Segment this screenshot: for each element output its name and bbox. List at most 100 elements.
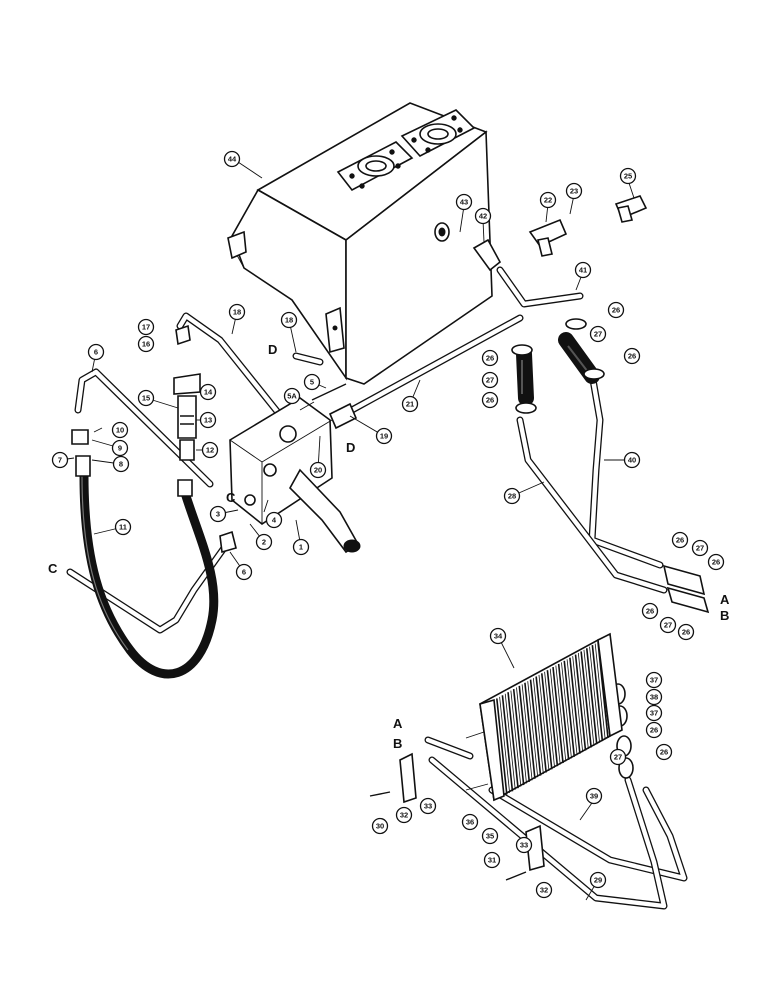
callout-27-c: 27 (691, 539, 709, 557)
cooler-fin (591, 645, 604, 742)
control-valve (173, 373, 361, 554)
cooler-fin (566, 659, 578, 756)
callout-32-a: 32 (395, 806, 413, 824)
svg-text:27: 27 (614, 753, 622, 762)
svg-text:32: 32 (400, 811, 408, 820)
cooler-fin (589, 646, 600, 743)
callout-2: 2 (255, 533, 273, 551)
svg-text:8: 8 (119, 460, 123, 469)
callout-10: 10 (111, 421, 129, 439)
callout-8: 8 (112, 455, 130, 473)
svg-text:27: 27 (594, 330, 602, 339)
cooler-fin (501, 695, 514, 792)
callout-26-j: 26 (655, 743, 673, 761)
cooler-fin (504, 693, 516, 790)
svg-text:31: 31 (488, 856, 496, 865)
callout-26-a: 26 (607, 301, 625, 319)
callout-9: 9 (111, 439, 129, 457)
svg-text:30: 30 (376, 822, 384, 831)
callout-37-b: 37 (645, 704, 663, 722)
oil-cooler (465, 632, 623, 802)
cooler-fin (507, 692, 519, 789)
svg-text:42: 42 (479, 212, 487, 221)
cooler-fin (563, 660, 576, 757)
callout-3: 3 (209, 505, 227, 523)
callout-44: 44 (223, 150, 241, 168)
cooler-fin (518, 685, 531, 782)
cooler-fin (538, 674, 550, 771)
callout-30: 30 (371, 817, 389, 835)
cooler-fin (555, 665, 567, 762)
callout-27-d: 27 (659, 616, 677, 634)
callout-5a: 5A (283, 387, 301, 405)
callout-38: 38 (645, 688, 663, 706)
cooler-fin (572, 656, 584, 753)
cooler-fin (574, 654, 587, 751)
cooler-fin (496, 698, 508, 795)
svg-text:36: 36 (466, 818, 474, 827)
callout-1: 1 (292, 538, 310, 556)
svg-text:6: 6 (242, 568, 246, 577)
callout-26-g: 26 (641, 602, 659, 620)
callout-20: 20 (309, 461, 327, 479)
svg-text:33: 33 (520, 841, 528, 850)
label-c-2: C (48, 561, 58, 576)
svg-text:34: 34 (494, 632, 503, 641)
svg-text:26: 26 (660, 748, 668, 757)
callout-28: 28 (503, 487, 521, 505)
callout-26-f: 26 (707, 553, 725, 571)
svg-text:44: 44 (228, 155, 237, 164)
svg-text:28: 28 (508, 492, 516, 501)
callout-34: 34 (489, 627, 507, 645)
svg-text:25: 25 (624, 172, 632, 181)
svg-text:16: 16 (142, 340, 150, 349)
cooler-fin (569, 657, 581, 754)
cooler-fin (499, 696, 511, 793)
callout-27-b: 27 (481, 371, 499, 389)
svg-text:40: 40 (628, 456, 636, 465)
cooler-fin (510, 690, 522, 787)
svg-text:22: 22 (544, 196, 552, 205)
callout-23: 23 (565, 182, 583, 200)
svg-text:26: 26 (486, 354, 494, 363)
callout-12: 12 (201, 441, 219, 459)
svg-text:2: 2 (262, 538, 266, 547)
callout-37-a: 37 (645, 671, 663, 689)
svg-text:35: 35 (486, 832, 494, 841)
callout-26-h: 26 (677, 623, 695, 641)
cooler-fin (577, 652, 589, 750)
callout-26-e: 26 (671, 531, 689, 549)
callout-bubbles: 1 2 3 4 5 5A 6 6 7 8 9 10 11 12 13 14 15… (51, 150, 725, 899)
svg-text:3: 3 (216, 510, 220, 519)
cooler-fin (512, 688, 525, 786)
svg-text:26: 26 (682, 628, 690, 637)
svg-text:21: 21 (406, 400, 414, 409)
label-a-2: A (393, 716, 403, 731)
callout-13: 13 (199, 411, 217, 429)
callout-27-a: 27 (589, 325, 607, 343)
svg-text:26: 26 (676, 536, 684, 545)
cooler-fin (532, 678, 544, 775)
callout-33-b: 33 (515, 836, 533, 854)
cooler-fin (594, 643, 606, 740)
callout-18-lower: 18 (280, 311, 298, 329)
svg-text:20: 20 (314, 466, 322, 475)
svg-text:26: 26 (612, 306, 620, 315)
callout-39: 39 (585, 787, 603, 805)
callout-33-a: 33 (419, 797, 437, 815)
callout-16: 16 (137, 335, 155, 353)
callout-25: 25 (619, 167, 637, 185)
svg-text:26: 26 (712, 558, 720, 567)
svg-text:26: 26 (646, 607, 654, 616)
cooler-fin (597, 641, 609, 739)
svg-text:37: 37 (650, 709, 658, 718)
svg-text:17: 17 (142, 323, 150, 332)
svg-text:32: 32 (540, 886, 548, 895)
cooler-fin (540, 673, 553, 770)
cooler-fin (544, 671, 555, 768)
svg-text:5: 5 (310, 378, 314, 387)
callout-31: 31 (483, 851, 501, 869)
letter-labels: D D C C A B A B (48, 342, 730, 751)
svg-text:33: 33 (424, 802, 432, 811)
cooler-fin (529, 679, 542, 776)
